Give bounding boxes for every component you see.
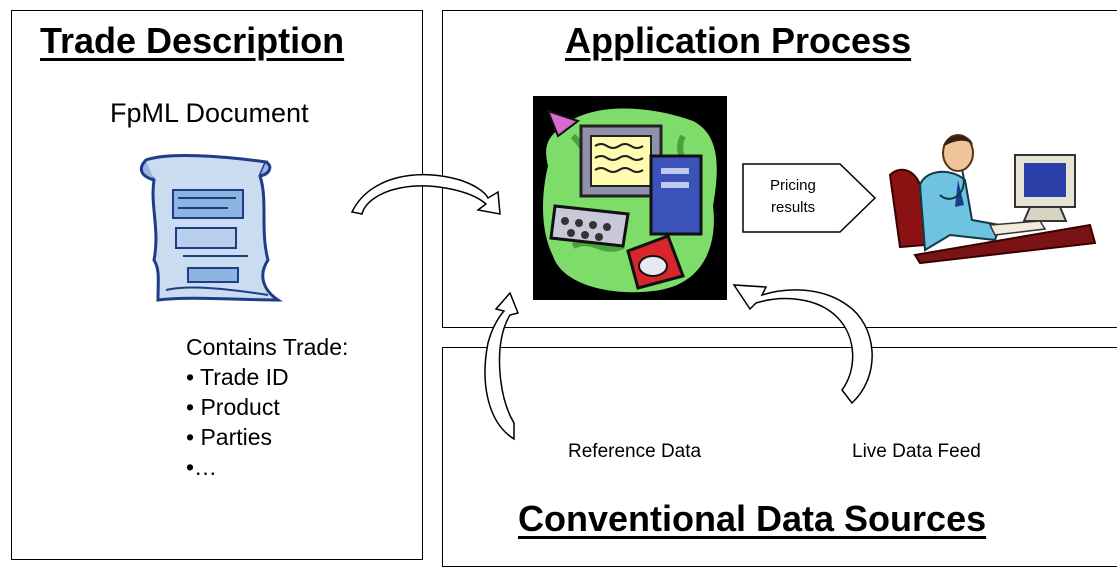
pricing-results-arrow (742, 163, 877, 233)
application-process-heading: Application Process (565, 20, 912, 61)
trade-item: • Trade ID (186, 364, 289, 390)
curved-arrow-icon (732, 284, 873, 405)
fpml-document-label: FpML Document (110, 98, 309, 128)
user-at-desk-icon (888, 134, 1097, 265)
pricing-label-line1: Pricing (770, 177, 816, 194)
trade-item: • Parties (186, 424, 273, 450)
data-sources-heading: Conventional Data Sources (518, 498, 987, 539)
trade-item: •… (186, 454, 218, 480)
fpml-document-icon (139, 154, 283, 302)
trade-description-heading: Trade Description (40, 20, 345, 61)
computer-clipart-icon (533, 96, 727, 300)
trade-item: • Product (186, 394, 280, 420)
curved-arrow-icon (350, 173, 501, 215)
curved-arrow-icon (484, 291, 520, 441)
live-data-feed-label: Live Data Feed (852, 441, 981, 462)
data-sources-panel (442, 347, 1117, 567)
contains-trade-heading: Contains Trade: (186, 334, 349, 360)
reference-data-label: Reference Data (568, 441, 702, 462)
pricing-label-line2: results (771, 199, 816, 216)
